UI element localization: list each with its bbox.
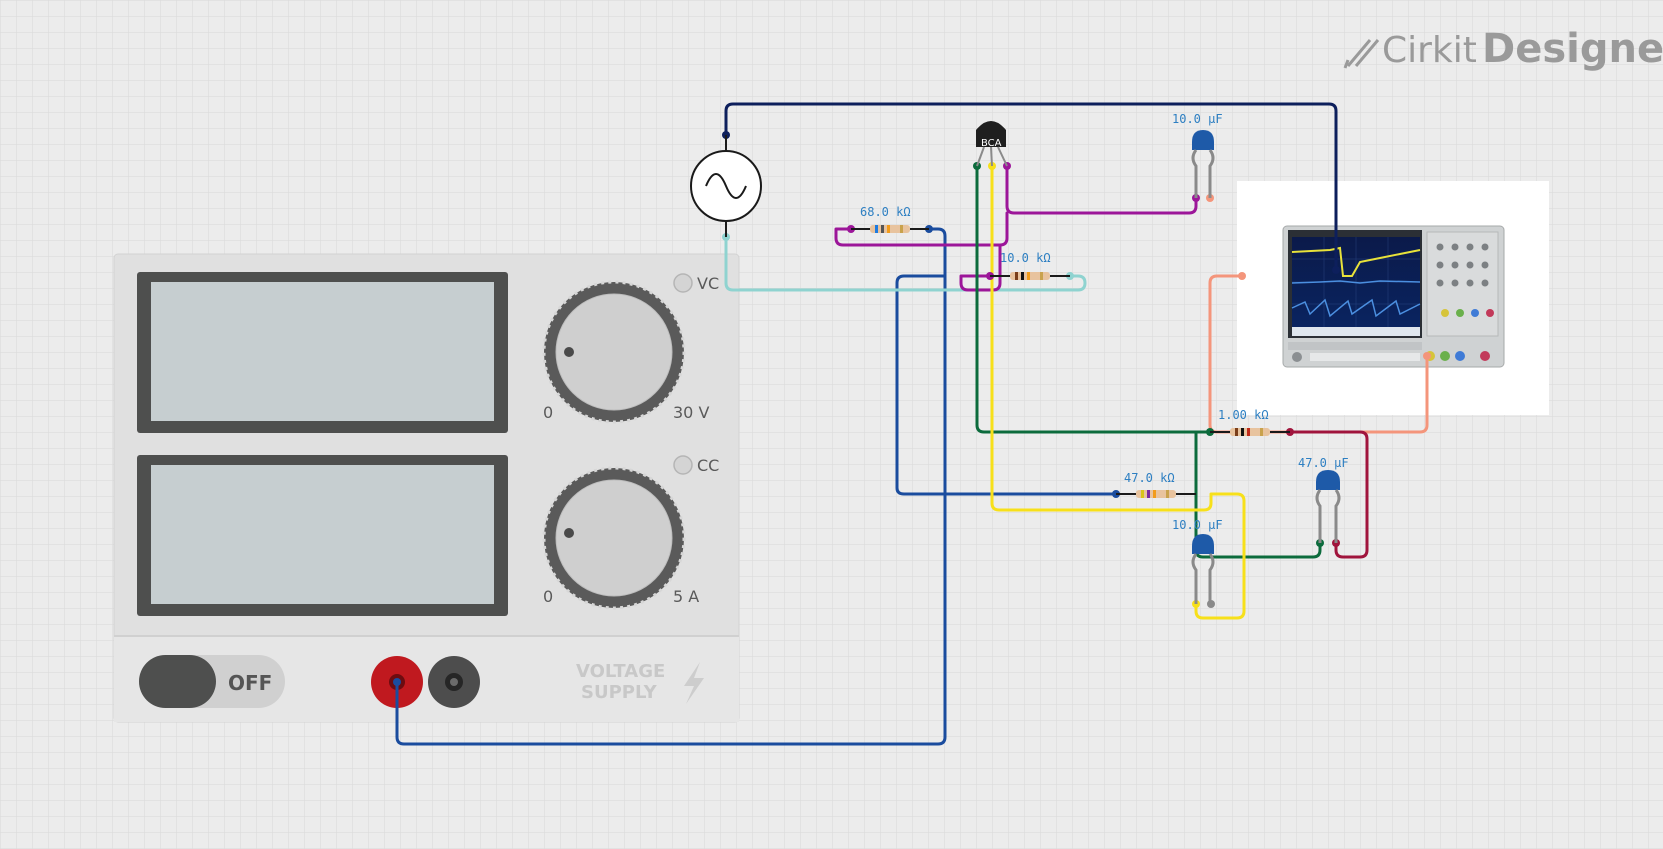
capacitor-c1[interactable] [1191, 130, 1215, 198]
vc-indicator [673, 273, 693, 293]
r3-label: 1.00 kΩ [1218, 408, 1269, 422]
capacitor-c3[interactable] [1191, 534, 1215, 604]
resistor-r4[interactable] [1116, 490, 1196, 498]
resistor-r2[interactable] [990, 272, 1070, 280]
sine-wave-icon [705, 173, 747, 199]
lightning-icon [684, 662, 704, 704]
ac-source[interactable] [690, 135, 762, 237]
cc-indicator [673, 455, 693, 475]
transistor-label: BCA [981, 138, 1002, 149]
r4-label: 47.0 kΩ [1124, 471, 1175, 485]
current-max-label: 5 A [673, 587, 699, 606]
r2-label: 10.0 kΩ [1000, 251, 1051, 265]
wire-purple-low [959, 243, 1002, 292]
resistor-r3[interactable] [1210, 428, 1290, 436]
pen-icon [1343, 39, 1380, 69]
supply-title-line1: VOLTAGE [576, 661, 665, 682]
c1-label: 10.0 µF [1172, 112, 1223, 126]
brand-product: Designer [1482, 26, 1663, 72]
power-supply: VC CC 0 30 V 0 5 A OFF [113, 253, 740, 723]
brand-logo: Cirkit Designer [1343, 26, 1663, 72]
c2-label: 47.0 µF [1298, 456, 1349, 470]
negative-terminal[interactable] [428, 656, 480, 708]
wire-teal [724, 235, 1087, 292]
voltage-knob[interactable] [542, 280, 686, 424]
capacitor-c2[interactable] [1315, 470, 1341, 543]
wire-yellow [990, 164, 1246, 620]
vc-label: VC [697, 274, 719, 293]
wire-endpoints [393, 131, 1431, 686]
power-switch[interactable]: OFF [139, 655, 285, 708]
current-min-label: 0 [543, 587, 553, 606]
wire-crimson [1288, 430, 1369, 559]
wire-blue-loop [895, 274, 1118, 496]
r1-label: 68.0 kΩ [860, 205, 911, 219]
cc-label: CC [697, 456, 719, 475]
switch-label: OFF [228, 671, 272, 695]
resistor-r1[interactable] [851, 225, 929, 233]
voltage-max-label: 30 V [673, 403, 709, 422]
oscilloscope[interactable] [1237, 181, 1549, 415]
transistor[interactable]: BCA [976, 121, 1008, 167]
wire-navy [724, 102, 1338, 272]
c3-label: 10.0 µF [1172, 518, 1223, 532]
voltage-min-label: 0 [543, 403, 553, 422]
supply-title-line2: SUPPLY [581, 682, 658, 703]
brand-name: Cirkit [1382, 30, 1477, 71]
current-knob[interactable] [542, 466, 686, 610]
wire-blue-supply [395, 227, 947, 746]
wire-purple-top [1005, 164, 1198, 215]
wire-purple-mid [834, 211, 1009, 247]
